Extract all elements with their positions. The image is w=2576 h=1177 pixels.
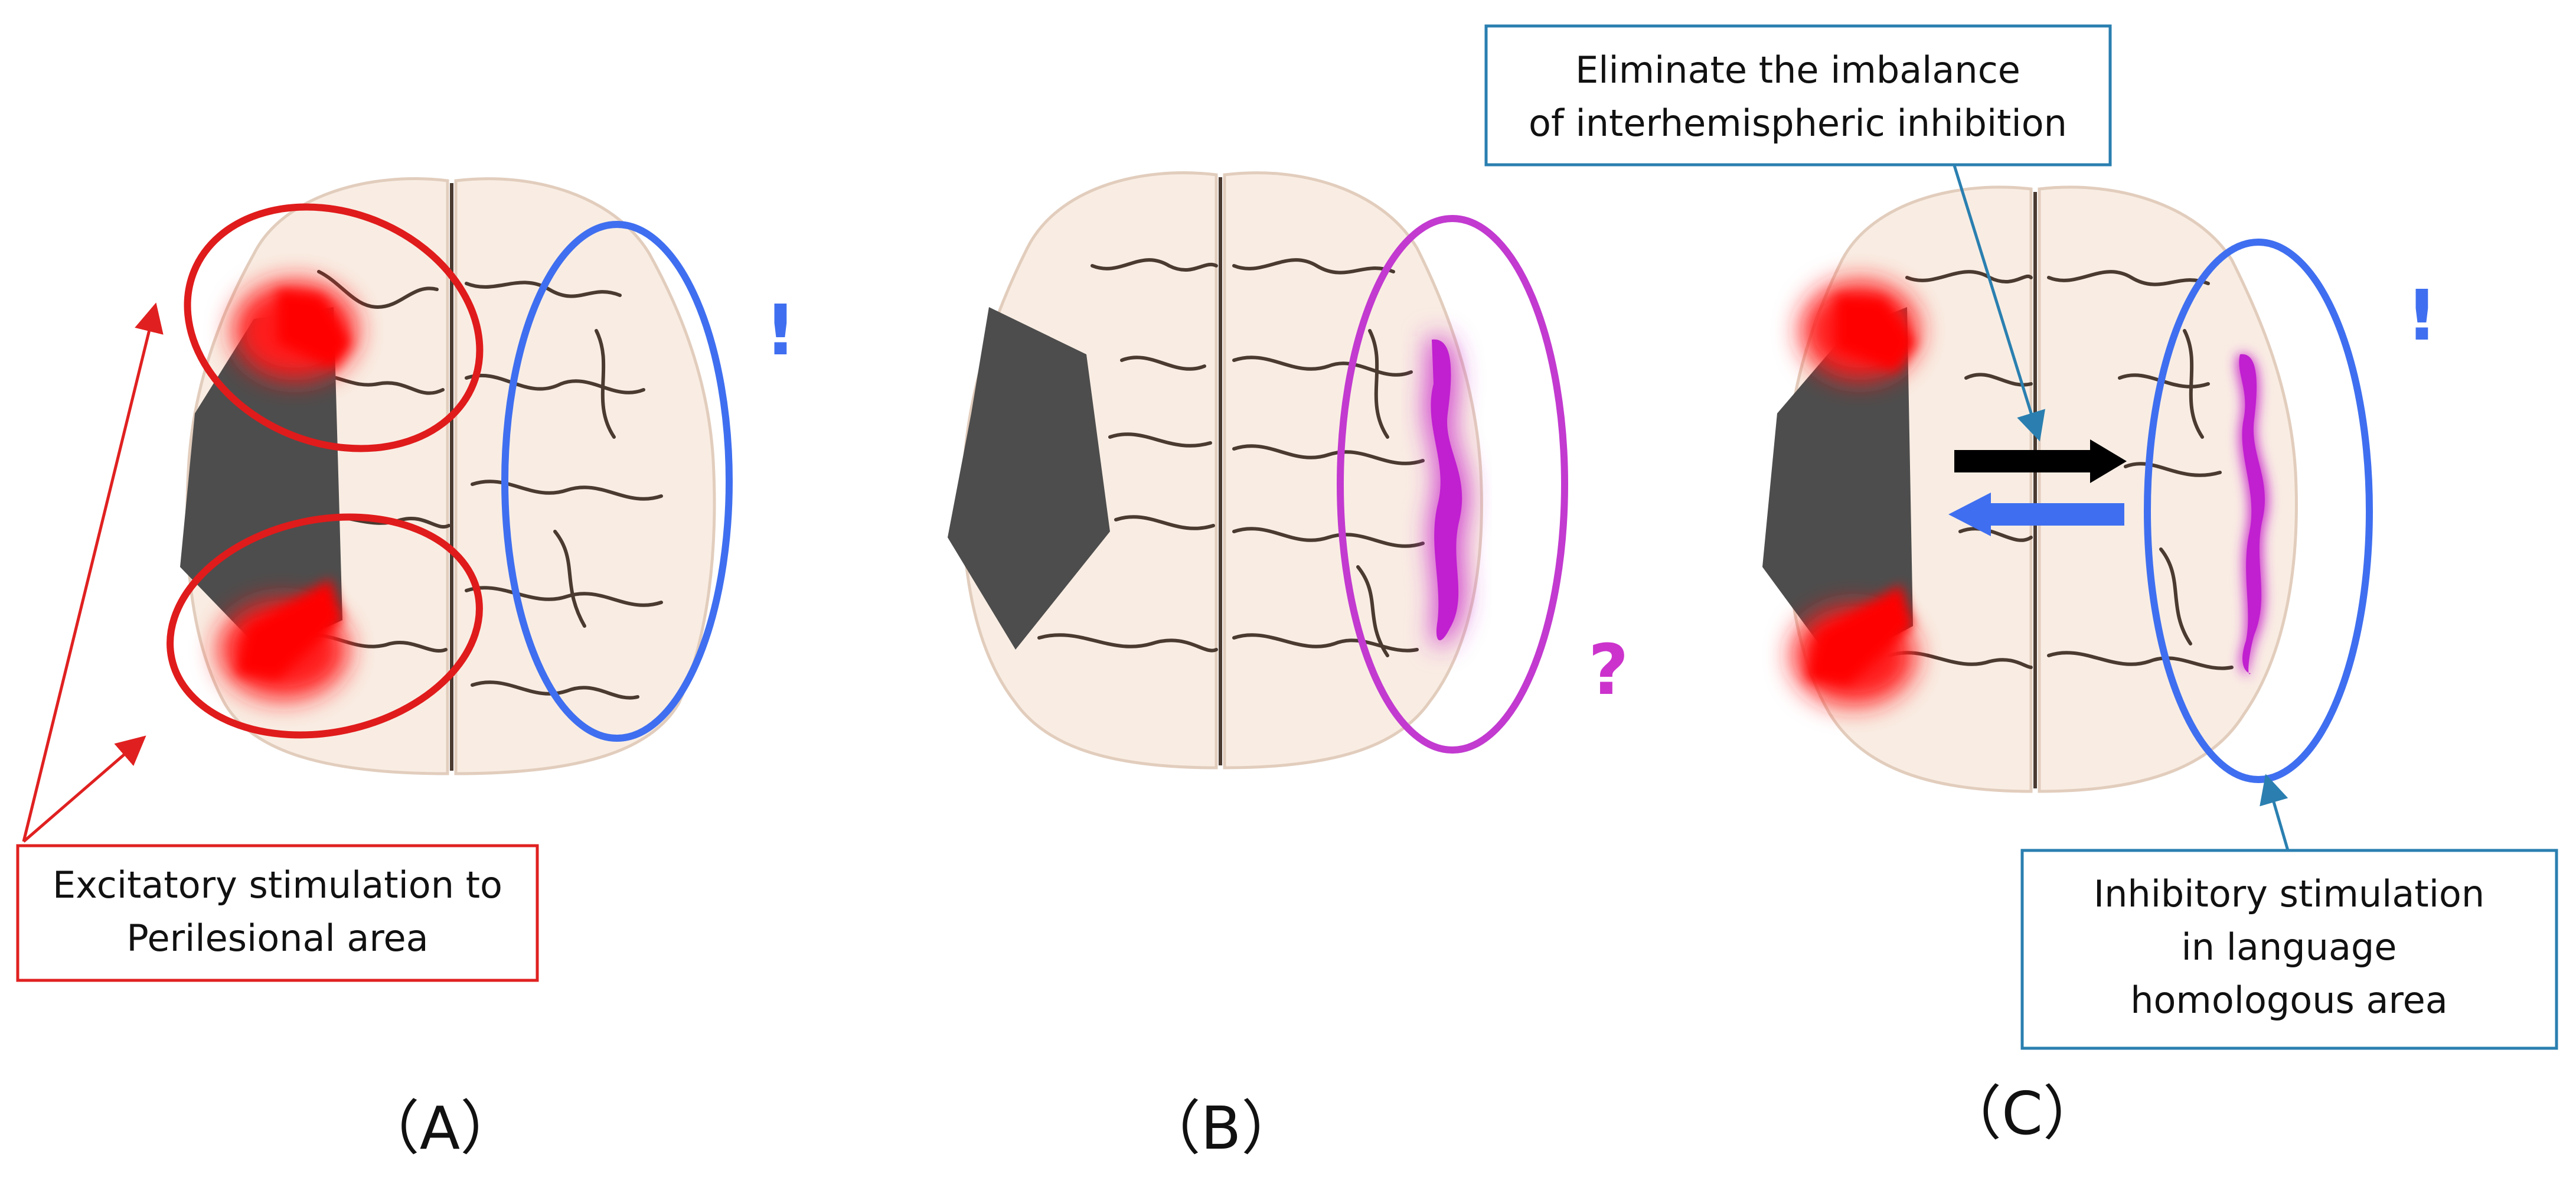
panel-label-b: （B） [1142,1094,1301,1163]
excitatory-spot-upper-a [233,281,357,381]
callout-text-a-line2: Perilesional area [126,917,428,960]
homologous-region-c [2144,239,2373,783]
exclamation-mark-c: ! [2406,275,2438,356]
excitatory-region-lower-a [166,513,483,739]
callout-arrow-c-bottom [2260,774,2290,851]
callout-arrow-a-lower [22,735,146,843]
callout-text-c-top-line1: Eliminate the imbalance [1575,48,2020,92]
homologous-activation-b [1426,336,1467,647]
question-mark-b: ? [1588,629,1628,710]
callout-text-c-bottom-line2: in language [2182,925,2397,969]
callout-text-a-line1: Excitatory stimulation to [53,863,502,907]
panel-label-c: （C） [1942,1079,2102,1148]
homologous-region-a [501,221,733,742]
excitatory-spot-upper-c [1801,281,1919,381]
homologous-activation-c [2236,354,2269,677]
right-hemisphere [1223,171,1483,770]
excitatory-spot-lower-c [1792,585,1916,706]
right-hemisphere [2038,185,2298,793]
panel-a: ! Excitatory stimulation to Perilesional… [16,177,796,1163]
panel-c: ! Eliminate the imbalance of interhemisp… [1484,24,2558,1148]
callout-box-c-top [1484,24,2112,167]
sulci [1037,258,1425,657]
callout-box-c-bottom [2020,849,2558,1050]
interhemispheric-arrow-blue [1948,493,2124,536]
lesion-b [948,307,1110,650]
excitatory-region-upper-a [184,203,484,452]
callout-text-c-bottom-line1: Inhibitory stimulation [2094,872,2484,915]
callout-arrow-c-top [1953,165,2046,442]
sulci [1888,270,2234,670]
lesion-c [1762,307,1913,667]
excitatory-spot-lower-a [218,579,348,700]
interhemispheric-arrow-black [1954,439,2127,483]
callout-text-c-bottom-line3: homologous area [2130,979,2448,1022]
callout-arrow-a-upper [22,302,164,842]
homologous-region-b [1337,215,1568,754]
panel-label-a: （A） [361,1094,519,1163]
callout-box-a [16,844,539,982]
callout-text-c-top-line2: of interhemispheric inhibition [1529,102,2067,145]
lesion-a [180,307,342,656]
panel-b: ? （B） [948,171,1628,1163]
exclamation-mark-a: ! [765,289,796,371]
